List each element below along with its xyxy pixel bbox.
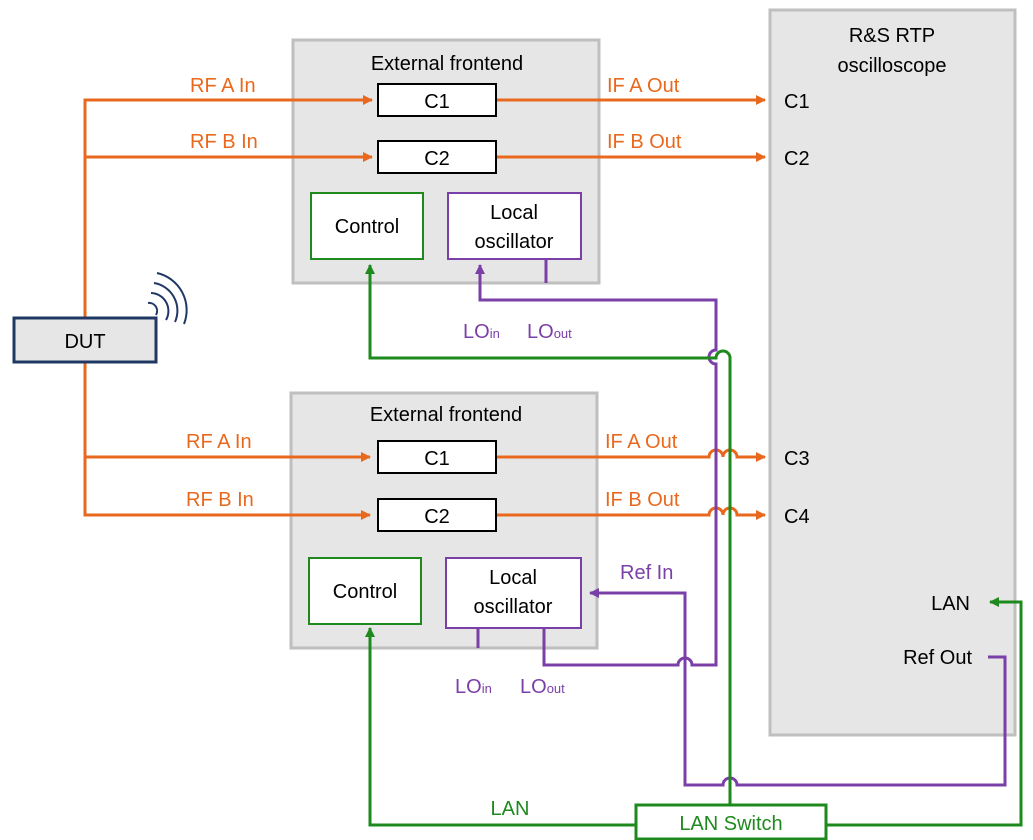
frontend-bottom-c1-box	[377, 440, 497, 474]
lan-switch-label: LAN Switch	[679, 813, 782, 835]
frontend-top-rf-b-label: RF B In	[190, 131, 258, 153]
oscilloscope-port-lan: LAN	[931, 593, 970, 615]
oscilloscope-port-c1: C1	[784, 91, 810, 113]
frontend-top-lo-in-label: LOin	[463, 321, 500, 343]
oscilloscope-box	[768, 8, 1017, 737]
oscilloscope-port-c3: C3	[784, 448, 810, 470]
frontend-bottom-ref-in-label: Ref In	[620, 562, 673, 584]
oscilloscope-port-c2: C2	[784, 148, 810, 170]
frontend-bottom-lo-box	[445, 557, 582, 629]
frontend-top-if-b-label: IF B Out	[607, 131, 682, 153]
frontend-top-c1-box	[377, 83, 497, 117]
frontend-bottom-lo-line2: oscillator	[474, 596, 553, 618]
lan-line-label: LAN	[491, 798, 530, 820]
frontend-top-lo-box	[447, 192, 582, 260]
oscilloscope-port-c4: C4	[784, 506, 810, 528]
frontend-bottom-if-a-label: IF A Out	[605, 431, 678, 453]
frontend-bottom-title: External frontend	[370, 404, 522, 426]
frontend-bottom-c1-label: C1	[424, 448, 450, 470]
frontend-top-lo-out-label: LOout	[527, 321, 572, 343]
frontend-bottom-if-b-label: IF B Out	[605, 489, 680, 511]
frontend-bottom-c2-label: C2	[424, 506, 450, 528]
frontend-bottom-control-label: Control	[333, 581, 397, 603]
wireless-icon	[147, 272, 188, 325]
frontend-top-lo-line1: Local	[490, 202, 538, 224]
frontend-bottom-lo-out-label: LOout	[520, 676, 565, 698]
frontend-bottom-rf-a-label: RF A In	[186, 431, 252, 453]
dut-label: DUT	[64, 331, 105, 353]
frontend-bottom-lo-line1: Local	[489, 567, 537, 589]
frontend-top-c2-label: C2	[424, 148, 450, 170]
frontend-bottom-control-box	[308, 557, 422, 625]
lan-lines	[365, 264, 1023, 827]
dut-box	[12, 316, 158, 364]
frontend-top-rf-a-label: RF A In	[190, 75, 256, 97]
oscilloscope-title-line1: R&S RTP	[849, 25, 935, 47]
frontend-top-control-box	[310, 192, 424, 260]
frontend-top-lo-line2: oscillator	[475, 231, 554, 253]
frontend-bottom-rf-b-label: RF B In	[186, 489, 254, 511]
frontend-top-control-label: Control	[335, 216, 399, 238]
frontend-bottom-c2-box	[377, 498, 497, 532]
frontend-bottom-lo-in-label: LOin	[455, 676, 492, 698]
rf-if-lines	[83, 95, 766, 520]
frontend-top-c1-label: C1	[424, 91, 450, 113]
frontend-top-if-a-label: IF A Out	[607, 75, 680, 97]
lan-switch-box	[634, 803, 828, 840]
frontend-top-title: External frontend	[371, 53, 523, 75]
oscilloscope-title-line2: oscilloscope	[838, 55, 947, 77]
oscilloscope-port-ref-out: Ref Out	[903, 647, 972, 669]
frontend-top-c2-box	[377, 140, 497, 174]
